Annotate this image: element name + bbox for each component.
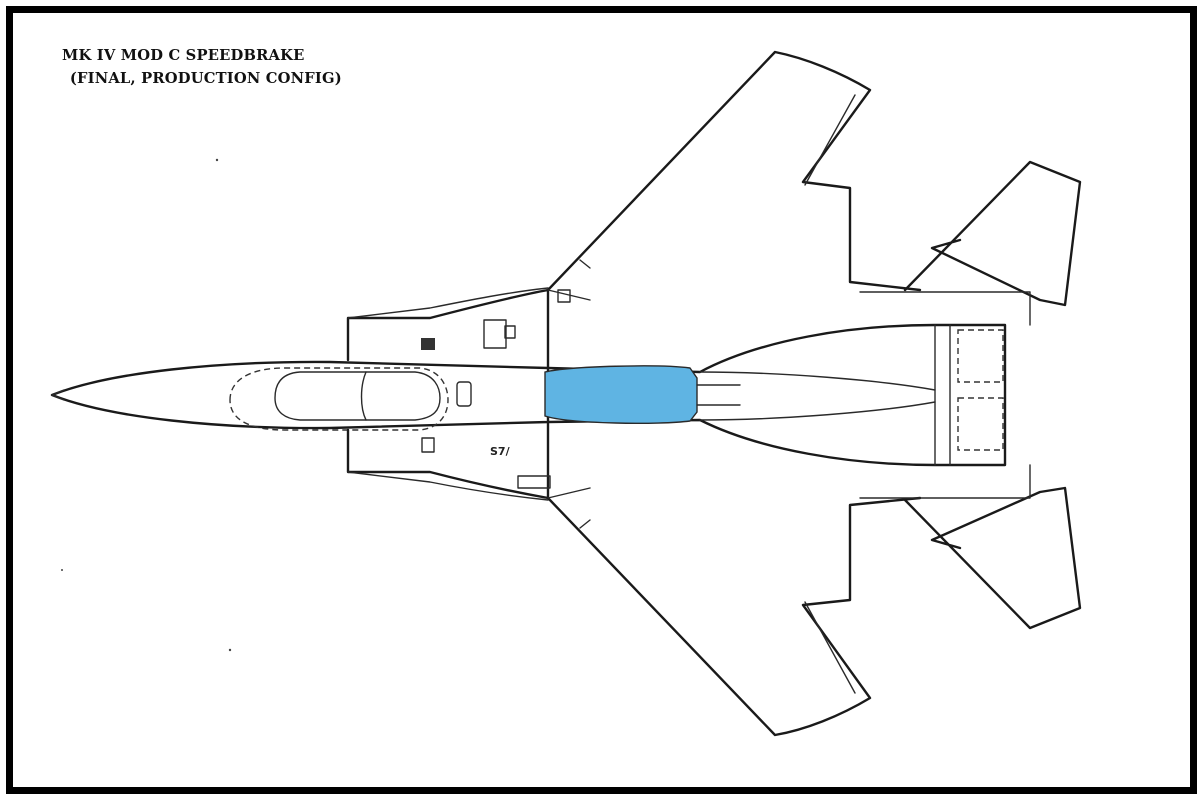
speck — [228, 648, 232, 652]
lower-wing — [546, 496, 922, 737]
canopy-frame — [229, 367, 449, 431]
canopy-bow — [360, 371, 367, 421]
upper-exhaust-nozzle — [957, 329, 1004, 383]
nose-tip — [51, 389, 65, 401]
upper-wing-flap-line — [547, 94, 856, 301]
upper-intake-hatch — [483, 319, 507, 349]
upper-intake — [346, 288, 550, 370]
upper-intake-ramp — [347, 287, 549, 319]
lower-intake — [346, 420, 550, 500]
engine-nacelle-upper — [859, 291, 1031, 326]
speedbrake-hinge — [696, 384, 741, 406]
lower-stabilizer — [903, 486, 1082, 630]
diagram-title: MK IV MOD C SPEEDBRAKE (FINAL, PRODUCTIO… — [62, 44, 342, 90]
lower-intake-ramp — [347, 471, 549, 501]
engine-nacelle-lower — [859, 464, 1031, 499]
title-line-1: MK IV MOD C SPEEDBRAKE — [62, 46, 305, 64]
title-line-2: (FINAL, PRODUCTION CONFIG) — [69, 69, 342, 87]
spine-line-upper — [699, 371, 936, 391]
lower-intake-door — [517, 475, 551, 489]
upper-intake-vent — [421, 338, 435, 350]
speck — [61, 569, 63, 571]
upper-wing-pylon — [557, 289, 571, 303]
stencil-marking: S7/ — [490, 445, 511, 458]
spine-line-lower — [699, 401, 936, 421]
upper-wing — [546, 50, 922, 292]
speck — [215, 158, 219, 162]
aft-fuselage — [546, 323, 1007, 467]
upper-intake-probe — [504, 325, 516, 339]
canopy-glass — [274, 371, 441, 421]
lower-intake-vent — [421, 437, 435, 453]
lower-exhaust-nozzle — [957, 397, 1004, 451]
lower-wing-flap-line — [547, 487, 856, 694]
access-panel — [456, 381, 472, 407]
speedbrake-panel — [544, 365, 698, 424]
upper-stabilizer — [903, 160, 1082, 307]
